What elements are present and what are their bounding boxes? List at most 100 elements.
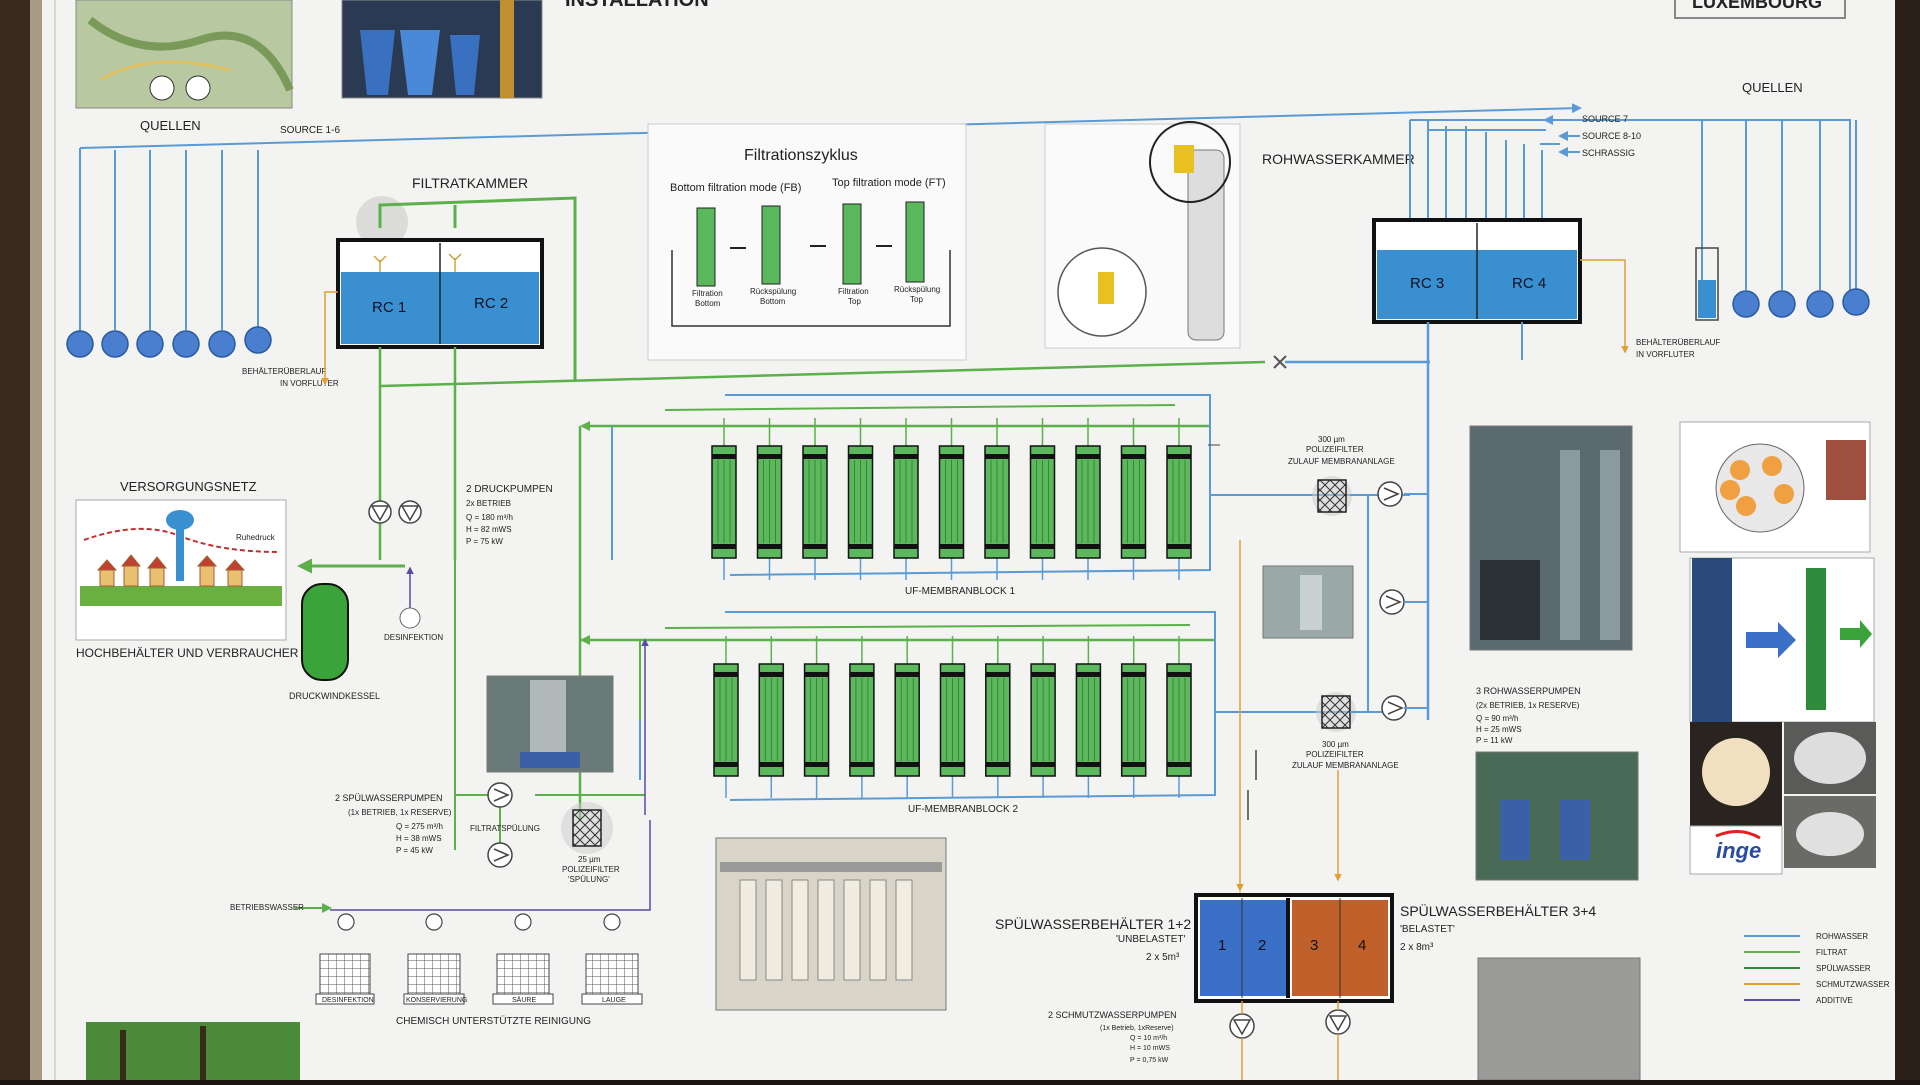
- forest-photo: [86, 1022, 300, 1080]
- membrane-row-2: [713, 636, 1192, 798]
- label-desinfektion: DESINFEKTION: [384, 633, 443, 642]
- spuel-34-sub: 'BELASTET': [1400, 924, 1455, 935]
- chem-saeure: SÄURE: [512, 996, 536, 1004]
- chem-desinfektion: DESINFEKTION: [322, 997, 374, 1004]
- label-filtratspuelung: FILTRATSPÜLUNG: [470, 824, 540, 833]
- label-source-7: SOURCE 7: [1582, 114, 1628, 124]
- label-quellen-right: QUELLEN: [1742, 80, 1803, 95]
- druckpumpen-q: Q = 180 m³/h: [466, 513, 513, 522]
- legend-item: ADDITIVE: [1744, 996, 1853, 1005]
- cycle-step3-a: Filtration: [838, 287, 869, 296]
- druckpumpen-title: 2 DRUCKPUMPEN: [466, 484, 553, 495]
- label-hochbehaelter: HOCHBEHÄLTER UND VERBRAUCHER: [76, 646, 299, 660]
- board-header-right-box: [1674, 0, 1846, 19]
- label-druckwindkessel: DRUCKWINDKESSEL: [289, 691, 380, 701]
- membrane-module: [938, 418, 965, 580]
- membrane-module: [984, 418, 1010, 580]
- label-uf-block-1: UF-MEMBRANBLOCK 1: [905, 586, 1015, 597]
- tank-label-4: 4: [1358, 937, 1366, 954]
- label-rc2: RC 2: [474, 295, 508, 312]
- label-overflow-left-2: IN VORFLUTER: [280, 379, 339, 388]
- legend: ROHWASSERFILTRATSPÜLWASSERSCHMUTZWASSERA…: [1744, 932, 1890, 1005]
- legend-item: SCHMUTZWASSER: [1744, 980, 1890, 989]
- pump-icon: [1377, 481, 1407, 721]
- pump-icon: [368, 500, 422, 524]
- cycle-step1-a: Filtration: [692, 289, 723, 298]
- legend-label: SPÜLWASSER: [1816, 964, 1871, 973]
- membrane-module: [713, 636, 739, 798]
- cycle-step4-a: Rückspülung: [894, 285, 940, 294]
- chem-lauge: LAUGE: [602, 997, 626, 1004]
- label-source-1-6: SOURCE 1-6: [280, 125, 340, 136]
- label-filtratkammer: FILTRATKAMMER: [412, 175, 528, 191]
- schmutz-h: H = 10 mWS: [1130, 1045, 1170, 1052]
- label-schrassig: SCHRASSIG: [1582, 148, 1635, 158]
- membrane-module: [1120, 636, 1147, 798]
- membrane-module: [1120, 418, 1147, 580]
- pf-bot-3: ZULAUF MEMBRANANLAGE: [1292, 761, 1399, 770]
- membrane-row-1: [711, 418, 1192, 580]
- cycle-top-mode: Top filtration mode (FT): [832, 177, 946, 189]
- membrane-module: [1030, 636, 1056, 798]
- label-uf-block-2: UF-MEMBRANBLOCK 2: [908, 804, 1018, 815]
- membrane-module: [849, 636, 875, 798]
- cycle-modules: [671, 201, 951, 327]
- rohwasserpumpen-q: Q = 90 m³/h: [1476, 714, 1518, 723]
- label-betriebswasser: BETRIEBSWASSER: [230, 903, 304, 912]
- membrane-module: [803, 636, 830, 798]
- pump-icon: [487, 782, 513, 868]
- cycle-bottom-mode: Bottom filtration mode (FB): [670, 182, 801, 194]
- membrane-module: [1166, 636, 1192, 798]
- cycle-step4-b: Top: [910, 295, 923, 304]
- board-header-right: LUXEMBOURG: [1692, 0, 1822, 12]
- schmutz-q: Q = 10 m³/h: [1130, 1035, 1167, 1042]
- spuelpumpen-betrieb: (1x BETRIEB, 1x RESERVE): [348, 808, 452, 817]
- label-overflow-right-1: BEHÄLTERÜBERLAUF: [1636, 338, 1720, 347]
- membrane-module: [711, 418, 737, 580]
- membrane-module: [894, 636, 920, 798]
- schmutz-title: 2 SCHMUTZWASSERPUMPEN: [1048, 1010, 1177, 1020]
- spuel-12-title: SPÜLWASSERBEHÄLTER 1+2: [995, 915, 1191, 932]
- pf-small-3: 'SPÜLUNG': [568, 875, 610, 884]
- schmutz-betrieb: (1x Betrieb, 1xReserve): [1100, 1025, 1174, 1032]
- druckpumpen-p: P = 75 kW: [466, 537, 503, 546]
- label-rc1: RC 1: [372, 299, 406, 316]
- inge-logo: inge: [1716, 838, 1761, 863]
- membrane-module: [802, 418, 828, 580]
- legend-label: FILTRAT: [1816, 948, 1847, 957]
- spuel-12-sub: 'UNBELASTET': [1116, 934, 1185, 945]
- label-rc4: RC 4: [1512, 275, 1546, 292]
- rohwasserpumpen-title: 3 ROHWASSERPUMPEN: [1476, 686, 1581, 696]
- druckpumpen-h: H = 82 mWS: [466, 525, 512, 534]
- filter-icon: [1317, 479, 1347, 513]
- cycle-step2-b: Bottom: [760, 297, 786, 306]
- label-chemisch: CHEMISCH UNTERSTÜTZTE REINIGUNG: [396, 1015, 591, 1027]
- spuel-34-title: SPÜLWASSERBEHÄLTER 3+4: [1400, 902, 1596, 919]
- rohwasserpumpen-betrieb: (2x BETRIEB, 1x RESERVE): [1476, 701, 1580, 710]
- spuelpumpen-title: 2 SPÜLWASSERPUMPEN: [335, 793, 443, 803]
- chem-tanks: [315, 913, 643, 1005]
- cycle-step3-b: Top: [848, 297, 861, 306]
- membrane-module: [985, 636, 1011, 798]
- label-rohwasserkammer: ROHWASSERKAMMER: [1262, 151, 1415, 167]
- label-overflow-right-2: IN VORFLUTER: [1636, 350, 1695, 359]
- pf-small-2: POLIZEIFILTER: [562, 865, 620, 874]
- membrane-module: [1075, 418, 1101, 580]
- pf-top-1: 300 µm: [1318, 435, 1345, 444]
- membrane-module: [1029, 418, 1056, 580]
- pf-small-1: 25 µm: [578, 855, 601, 864]
- tanks-photo: [1477, 957, 1641, 1081]
- label-source-8-10: SOURCE 8-10: [1582, 131, 1641, 141]
- membrane-module: [1166, 418, 1192, 580]
- legend-label: SCHMUTZWASSER: [1816, 980, 1890, 989]
- chem-konservierung: KONSERVIERUNG: [406, 997, 467, 1004]
- cycle-step1-b: Bottom: [695, 299, 721, 308]
- spuelpumpen-q: Q = 275 m³/h: [396, 822, 443, 831]
- schmutz-p: P = 0,75 kW: [1130, 1057, 1169, 1064]
- source-wells-left: [66, 150, 272, 358]
- map-photo: [75, 0, 293, 109]
- spuel-34-cap: 2 x 8m³: [1400, 942, 1434, 953]
- pf-bot-1: 300 µm: [1322, 740, 1349, 749]
